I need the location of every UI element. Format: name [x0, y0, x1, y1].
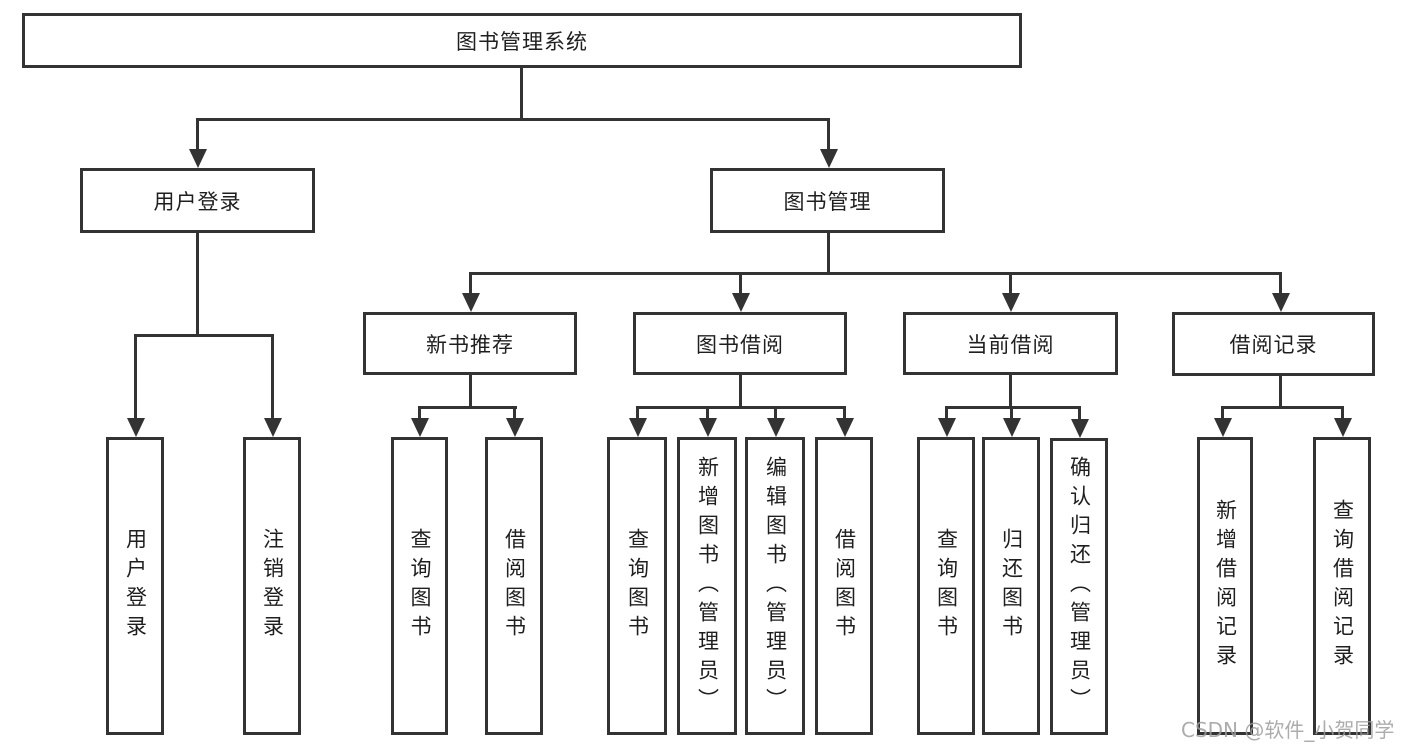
connector-line — [739, 272, 742, 295]
connector-line — [1221, 406, 1224, 421]
connector-line — [196, 233, 199, 334]
node-label: 图书借阅 — [696, 332, 784, 357]
node-current-borrowing: 当前借阅 — [903, 312, 1118, 375]
arrow-down-icon — [820, 149, 838, 168]
connector-line — [520, 68, 523, 118]
connector-line — [134, 334, 274, 337]
node-label: 图书管理 — [783, 189, 872, 214]
arrow-down-icon — [1334, 418, 1352, 437]
connector-line — [196, 118, 830, 121]
leaf-label: 编辑图书（管理员） — [763, 455, 788, 717]
leaf-query-books-recommend: 查询图书 — [391, 437, 448, 735]
connector-line — [469, 272, 472, 295]
connector-line — [827, 118, 830, 151]
connector-line — [1078, 406, 1081, 421]
leaf-query-books-current: 查询图书 — [917, 437, 975, 735]
connector-line — [774, 406, 777, 421]
leaf-borrow-books-borrowing: 借阅图书 — [815, 437, 873, 735]
arrow-down-icon — [629, 418, 647, 437]
arrow-down-icon — [1003, 418, 1021, 437]
leaf-user-login: 用户登录 — [106, 437, 164, 735]
leaf-add-book-admin: 新增图书（管理员） — [677, 437, 737, 735]
arrow-down-icon — [264, 418, 282, 437]
connector-line — [1279, 376, 1282, 408]
connector-line — [418, 406, 421, 421]
arrow-down-icon — [127, 418, 145, 437]
arrow-down-icon — [1214, 418, 1232, 437]
arrow-down-icon — [462, 293, 480, 312]
leaf-borrow-books-recommend: 借阅图书 — [485, 437, 543, 735]
leaf-label: 用户登录 — [123, 528, 148, 644]
connector-line — [1341, 406, 1344, 421]
connector-line — [706, 406, 709, 421]
leaf-label: 查询图书 — [934, 528, 959, 644]
node-label: 当前借阅 — [966, 332, 1055, 357]
leaf-add-borrow-record: 新增借阅记录 — [1197, 437, 1253, 735]
connector-line — [469, 375, 472, 408]
node-label: 用户登录 — [153, 189, 242, 214]
connector-line — [636, 406, 639, 421]
watermark: CSDN @软件_小贺同学 — [1181, 718, 1395, 742]
connector-line — [513, 406, 516, 421]
connector-line — [739, 375, 742, 408]
arrow-down-icon — [1071, 419, 1089, 438]
connector-line — [1279, 272, 1282, 295]
arrow-down-icon — [836, 418, 854, 437]
arrow-down-icon — [189, 149, 207, 168]
leaf-label: 查询图书 — [408, 528, 432, 644]
connector-line — [1009, 375, 1012, 408]
connector-line — [945, 406, 1081, 409]
arrow-down-icon — [506, 418, 524, 437]
connector-line — [1221, 406, 1343, 409]
arrow-down-icon — [699, 418, 717, 437]
leaf-label: 注销登录 — [260, 528, 285, 644]
node-borrowing-records: 借阅记录 — [1172, 312, 1375, 376]
connector-line — [418, 406, 517, 409]
leaf-label: 查询图书 — [625, 528, 650, 644]
connector-line — [1010, 406, 1013, 421]
leaf-label: 新增借阅记录 — [1213, 499, 1238, 673]
node-book-borrowing: 图书借阅 — [633, 312, 847, 375]
arrow-down-icon — [767, 418, 785, 437]
node-library-management-system: 图书管理系统 — [22, 13, 1022, 68]
node-label: 新书推荐 — [426, 332, 514, 357]
arrow-down-icon — [1272, 293, 1290, 312]
leaf-label: 归还图书 — [999, 528, 1024, 644]
leaf-label: 借阅图书 — [832, 528, 857, 644]
leaf-query-borrow-record: 查询借阅记录 — [1313, 437, 1371, 735]
node-book-management: 图书管理 — [710, 168, 945, 233]
connector-line — [271, 334, 274, 420]
arrow-down-icon — [732, 293, 750, 312]
node-label: 借阅记录 — [1229, 333, 1318, 357]
leaf-label: 查询借阅记录 — [1330, 499, 1355, 673]
connector-line — [827, 233, 830, 272]
node-label: 图书管理系统 — [456, 29, 588, 54]
leaf-query-books-borrowing: 查询图书 — [607, 437, 667, 735]
connector-line — [636, 406, 846, 409]
node-new-book-recommendation: 新书推荐 — [363, 312, 577, 375]
connector-line — [134, 334, 137, 420]
connector-line — [1009, 272, 1012, 295]
arrow-down-icon — [411, 418, 429, 437]
connector-line — [469, 272, 1282, 275]
leaf-edit-book-admin: 编辑图书（管理员） — [745, 437, 805, 735]
leaf-label: 确认归还（管理员） — [1067, 456, 1092, 717]
connector-line — [945, 406, 948, 421]
leaf-logout: 注销登录 — [243, 437, 301, 735]
node-user-login: 用户登录 — [80, 168, 315, 233]
leaf-label: 新增图书（管理员） — [695, 455, 720, 717]
arrow-down-icon — [938, 418, 956, 437]
leaf-return-books: 归还图书 — [982, 437, 1040, 735]
connector-line — [843, 406, 846, 421]
connector-line — [196, 118, 199, 151]
leaf-label: 借阅图书 — [502, 528, 527, 644]
arrow-down-icon — [1002, 293, 1020, 312]
leaf-confirm-return-admin: 确认归还（管理员） — [1050, 438, 1108, 735]
